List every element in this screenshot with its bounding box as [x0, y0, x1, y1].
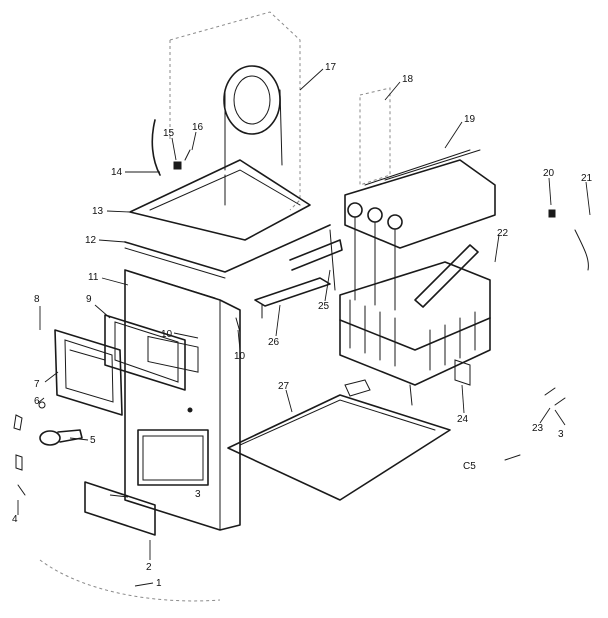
phantom-outline: [39, 11, 391, 602]
callout-3-right: 3: [558, 429, 564, 440]
callout-23: 23: [532, 423, 544, 434]
callout-20: 20: [543, 168, 555, 179]
callout-labels: 1 2 3 3 4 5 6 7 8 9 10 10 11 12 13 14 15…: [12, 62, 593, 589]
callout-10-inner: 10: [161, 329, 173, 340]
callout-9: 9: [86, 294, 92, 305]
door-gasket: [104, 314, 186, 391]
callout-24: 24: [457, 414, 469, 425]
callout-22: 22: [497, 228, 509, 239]
callout-27: 27: [278, 381, 290, 392]
callout-12: 12: [85, 235, 97, 246]
callout-15: 15: [163, 128, 175, 139]
ash-plate: [84, 481, 156, 536]
callout-c5: C5: [463, 461, 476, 472]
callout-14: 14: [111, 167, 123, 178]
callout-21: 21: [581, 173, 593, 184]
clip-tabs: [235, 317, 241, 333]
callout-17: 17: [325, 62, 337, 73]
callout-5: 5: [90, 435, 96, 446]
callout-4: 4: [12, 514, 18, 525]
rail-strip: [124, 224, 331, 279]
heat-exchanger: [344, 149, 496, 311]
flue-collar: [223, 65, 283, 171]
callout-8: 8: [34, 294, 40, 305]
leader-lines: [17, 68, 591, 587]
base-plate: [227, 379, 451, 501]
callout-13: 13: [92, 206, 104, 217]
callout-11: 11: [88, 272, 99, 283]
door-handle: [38, 401, 83, 446]
callout-18: 18: [402, 74, 414, 85]
left-hardware: [13, 414, 26, 496]
front-cabinet-panel: [124, 269, 241, 531]
shelf-bracket: [254, 277, 331, 319]
callout-19: 19: [464, 114, 476, 125]
callout-6: 6: [34, 396, 40, 407]
firebox-grate: [339, 244, 491, 406]
callout-10-outer: 10: [234, 351, 246, 362]
top-hardware: [151, 119, 191, 176]
right-hardware: [504, 209, 589, 461]
callout-3-left: 3: [195, 489, 201, 500]
callout-7: 7: [34, 379, 40, 390]
callout-26: 26: [268, 337, 280, 348]
feed-door: [54, 329, 123, 416]
callout-16: 16: [192, 122, 204, 133]
callout-2: 2: [146, 562, 152, 573]
support-rod: [289, 229, 343, 291]
callout-25: 25: [318, 301, 330, 312]
top-panel: [129, 159, 311, 241]
callout-1: 1: [156, 578, 162, 589]
